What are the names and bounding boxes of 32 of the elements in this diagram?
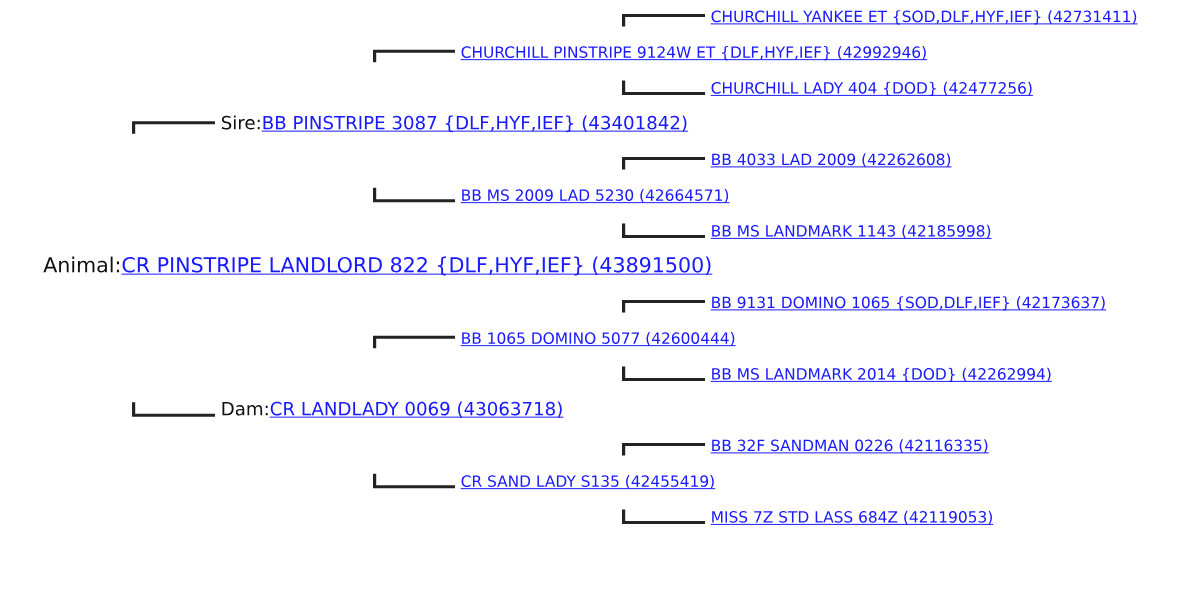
pedigree-bracket bbox=[373, 335, 455, 349]
pedigree-link: BB 4033 LAD 2009 (42262608) bbox=[710, 153, 952, 168]
pedigree-link: CHURCHILL PINSTRIPE 9124W ET {DLF,HYF,IEF} (42992946) bbox=[460, 46, 928, 61]
pedigree-bracket bbox=[373, 49, 455, 63]
pedigree-link: BB MS LANDMARK 2014 {DOD} (42262994) bbox=[710, 367, 1053, 382]
pedigree-bracket bbox=[622, 156, 705, 170]
pedigree-link: BB 9131 DOMINO 1065 {SOD,DLF,IEF} (42173637) bbox=[710, 296, 1107, 311]
pedigree-link: BB 1065 DOMINO 5077 (42600444) bbox=[460, 332, 737, 347]
role-label: Dam: bbox=[222, 402, 268, 416]
pedigree-link: CR SAND LADY S135 (42455419) bbox=[460, 475, 716, 490]
role-label: Sire: bbox=[221, 115, 260, 130]
pedigree-link: BB MS LANDMARK 1143 (42185998) bbox=[710, 224, 993, 239]
pedigree-bracket bbox=[622, 223, 705, 239]
pedigree-link: CHURCHILL LADY 404 {DOD} (42477256) bbox=[710, 81, 1034, 96]
pedigree-bracket bbox=[622, 13, 705, 27]
pedigree-link: BB PINSTRIPE 3087 {DLF,HYF,IEF} (43401842) bbox=[261, 115, 689, 133]
pedigree-link: CHURCHILL YANKEE ET {SOD,DLF,HYF,IEF} (42731411) bbox=[710, 10, 1138, 25]
pedigree-link: CR LANDLADY 0069 (43063718) bbox=[269, 401, 564, 418]
pedigree-link: CR PINSTRIPE LANDLORD 822 {DLF,HYF,IEF} (43891500) bbox=[120, 256, 713, 276]
pedigree-bracket bbox=[622, 80, 705, 96]
pedigree-bracket bbox=[132, 402, 215, 417]
pedigree-bracket bbox=[622, 509, 705, 525]
pedigree-link: BB 32F SANDMAN 0226 (42116335) bbox=[710, 439, 990, 454]
role-label: Animal: bbox=[43, 256, 120, 273]
pedigree-bracket bbox=[373, 187, 455, 203]
pedigree-bracket bbox=[622, 299, 705, 313]
pedigree-bracket bbox=[373, 473, 455, 489]
pedigree-bracket bbox=[622, 442, 705, 456]
pedigree-link: MISS 7Z STD LASS 684Z (42119053) bbox=[710, 510, 994, 525]
pedigree-bracket bbox=[132, 121, 215, 134]
pedigree-link: BB MS 2009 LAD 5230 (42664571) bbox=[460, 189, 730, 204]
pedigree-bracket bbox=[622, 366, 705, 382]
